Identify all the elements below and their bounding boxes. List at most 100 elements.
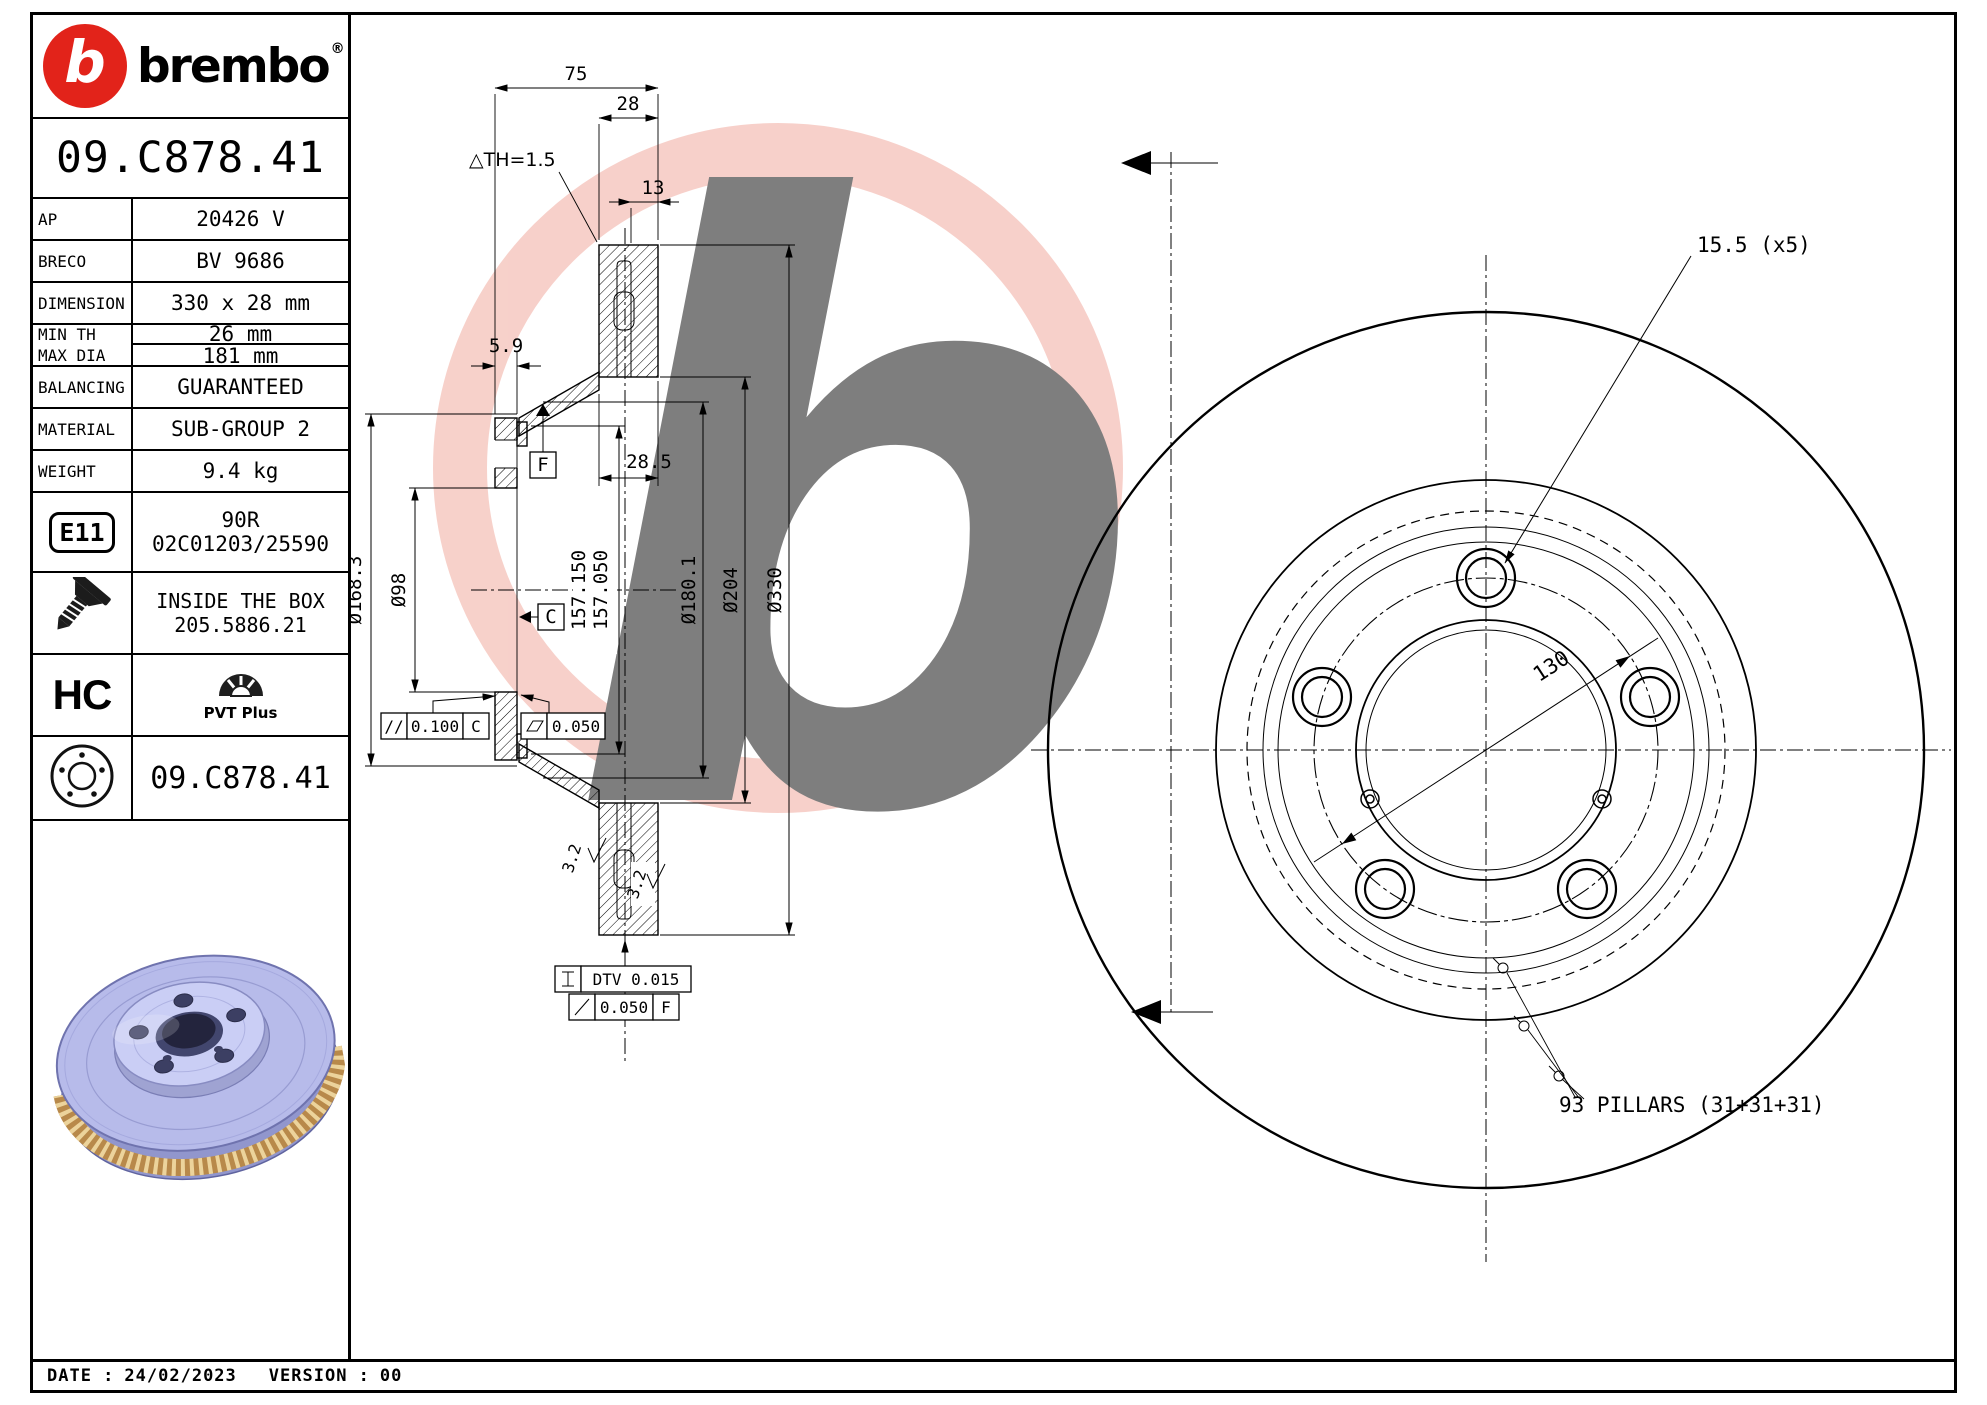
spec-row-minth-maxdia: MIN TH MAX DIA 26 mm 181 mm (33, 322, 348, 368)
parallelism-tolerance-frame: // 0.100 C (380, 693, 496, 740)
disc-part-row: 09.C878.41 (33, 737, 348, 821)
version-label: VERSION : (268, 1366, 370, 1386)
brembo-wordmark: brembo (137, 38, 331, 94)
spec-row-material: MATERIAL SUB-GROUP 2 (33, 409, 348, 451)
bolt-circle-dim: 130 (1529, 646, 1574, 687)
spec-value: 330 x 28 mm (170, 291, 311, 315)
parallelism-value: 0.100 (411, 717, 459, 736)
disc-outer-edge (1046, 310, 1926, 1190)
dim-13: 13 (642, 177, 665, 199)
stud-hole-dim: 15.5 (x5) (1697, 233, 1811, 257)
spec-row-weight: WEIGHT 9.4 kg (33, 451, 348, 493)
th-note: △TH=1.5 (469, 149, 556, 171)
dia-330: Ø330 (764, 567, 786, 613)
dtv-value: DTV 0.015 (593, 970, 680, 989)
bell-edge-circle (1262, 526, 1710, 974)
runout-datum-ref: F (661, 998, 671, 1017)
runout-value: 0.050 (600, 998, 648, 1017)
homologation-line2: 02C01203/25590 (151, 532, 329, 556)
inside-box-line1: INSIDE THE BOX (156, 589, 325, 613)
footer-bar: DATE : 24/02/2023 VERSION : 00 (33, 1359, 1954, 1390)
datum-f-label: F (537, 454, 548, 476)
spec-label: AP (33, 199, 133, 239)
parallelism-datum-ref: C (471, 717, 481, 736)
parallelism-symbol: // (384, 717, 403, 736)
drawing-sheet: b brembo ® 09.C878.41 AP 20426 V BRECO B… (30, 12, 1957, 1393)
spec-value: BV 9686 (196, 249, 285, 273)
view-direction-arrow-bottom (1131, 1000, 1161, 1024)
spec-value: SUB-GROUP 2 (170, 417, 311, 441)
pillars-label: 93 PILLARS (31+31+31) (1559, 1093, 1825, 1117)
pillar-callouts: 93 PILLARS (31+31+31) (1492, 957, 1825, 1117)
spec-label: MAX DIA (38, 346, 106, 365)
dim-28-5: 28.5 (626, 451, 672, 473)
hidden-edge-circle (1246, 510, 1726, 990)
hc-badge: HC (52, 671, 113, 718)
dtv-symbol-icon (562, 971, 574, 987)
spec-value: 20426 V (196, 207, 285, 231)
dim-5-9: 5.9 (489, 335, 523, 357)
datum-c: C (519, 603, 565, 631)
spec-value: GUARANTEED (177, 375, 304, 399)
inside-box-line2: 205.5886.21 (174, 613, 307, 637)
spec-row-balancing: BALANCING GUARANTEED (33, 367, 348, 409)
cross-section-view: 75 28 △TH=1.5 13 5.9 28.5 Ø168.3 Ø98 157… (351, 63, 795, 1062)
runout-symbol-icon (574, 998, 590, 1016)
pin-holes (1360, 789, 1612, 809)
spec-row-breco: BRECO BV 9686 (33, 241, 348, 283)
pvt-disc-icon (215, 668, 267, 703)
pvt-plus-badge: PVT Plus (203, 668, 278, 722)
spec-value: 26 mm (133, 322, 348, 346)
braking-band-inner-edge (1215, 479, 1757, 1021)
technical-drawing: b (351, 40, 1951, 1262)
screw-icon (46, 571, 118, 649)
bolt-circle (1313, 577, 1659, 923)
inside-the-box-row: INSIDE THE BOX 205.5886.21 (33, 571, 348, 655)
flatness-value: 0.050 (552, 717, 600, 736)
extension-lines (365, 94, 795, 936)
homologation-line1: 90R (221, 508, 260, 532)
spec-label: DIMENSION (33, 283, 133, 323)
dimension-lines (367, 84, 793, 936)
brembo-logo-icon: b (43, 24, 127, 108)
dia-180-1: Ø180.1 (678, 556, 700, 625)
spec-row-dimension: DIMENSION 330 x 28 mm (33, 283, 348, 325)
disc-part-number: 09.C878.41 (150, 760, 331, 796)
homologation-row: E11 90R 02C01203/25590 (33, 493, 348, 573)
stud-holes (1291, 547, 1681, 920)
view-direction-arrow-top (1121, 151, 1151, 175)
spec-row-ap: AP 20426 V (33, 199, 348, 241)
spec-label: MATERIAL (33, 409, 133, 449)
center-bore (1355, 619, 1617, 881)
register-dia-upper: 157.150 (568, 550, 590, 630)
brand-header: b brembo ® (33, 15, 348, 119)
front-view: 15.5 (x5) 130 93 PILLARS (31+31+31) (1031, 151, 1951, 1262)
spec-value: 9.4 kg (202, 459, 279, 483)
spec-value: 181 mm (202, 343, 279, 368)
dia-168-3: Ø168.3 (351, 556, 366, 625)
dim-28: 28 (617, 93, 640, 115)
part-number: 09.C878.41 (33, 119, 348, 199)
spec-label: BRECO (33, 241, 133, 281)
drawing-area: b (351, 15, 1954, 1359)
dia-204: Ø204 (720, 567, 742, 613)
brake-disc-icon (43, 737, 121, 819)
date-value: 24/02/2023 (124, 1366, 237, 1386)
datum-c-label: C (545, 606, 556, 628)
e11-badge: E11 (49, 511, 115, 553)
spec-label: BALANCING (33, 367, 133, 407)
date-label: DATE : (47, 1366, 115, 1386)
pvt-plus-label: PVT Plus (203, 704, 278, 722)
register-circle (1277, 541, 1695, 959)
disc-render-area (33, 821, 348, 1359)
registered-trademark: ® (330, 41, 345, 57)
register-dia-lower: 157.050 (590, 550, 612, 630)
coating-row: HC PVT P (33, 655, 348, 737)
dtv-runout-frames: DTV 0.015 0.050 F (554, 939, 692, 1021)
datum-f: F (529, 404, 557, 479)
disc-3d-render (52, 954, 346, 1181)
title-block-sidebar: b brembo ® 09.C878.41 AP 20426 V BRECO B… (33, 15, 351, 1359)
dia-98: Ø98 (388, 573, 410, 607)
spec-label: WEIGHT (33, 451, 133, 491)
